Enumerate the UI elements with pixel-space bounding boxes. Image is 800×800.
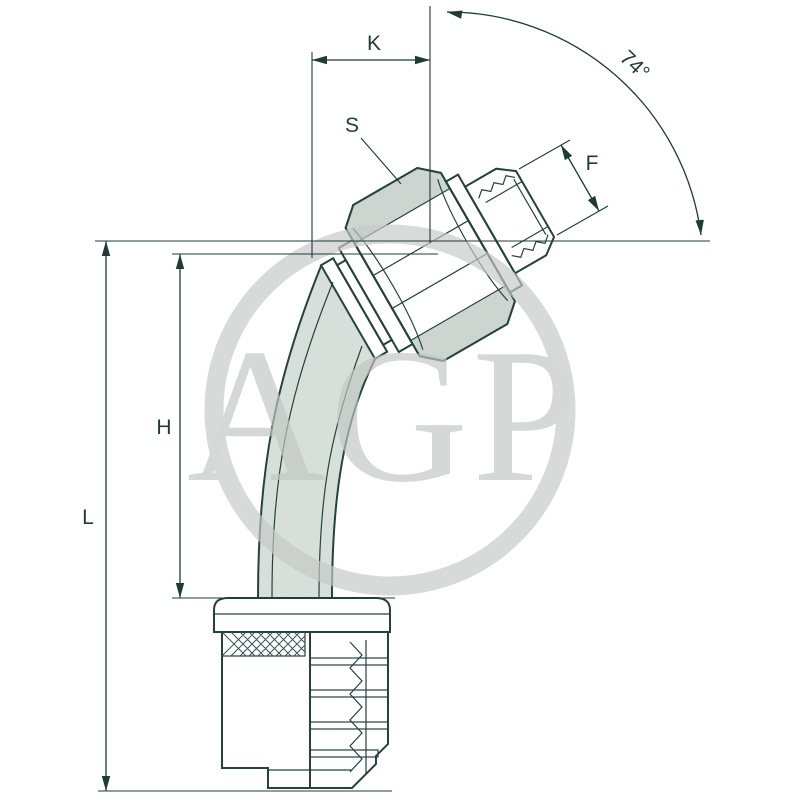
dim-label-s: S <box>345 114 359 137</box>
socket-collar <box>213 597 391 633</box>
arrowhead <box>446 7 463 19</box>
arrowhead <box>312 55 327 65</box>
hex-nut-top-facet <box>345 168 450 244</box>
f-extension-bottom <box>556 205 609 236</box>
arrowhead <box>175 254 185 269</box>
thread-profile-bottom <box>511 234 549 258</box>
fitting-drawing <box>213 167 556 789</box>
socket-body-section <box>309 631 389 789</box>
dim-label-angle: 74° <box>615 46 654 85</box>
thread-profile-top <box>478 175 516 199</box>
dim-label-f: F <box>586 152 599 175</box>
angle-arc <box>446 11 702 236</box>
dimension-s: S <box>345 114 402 185</box>
dimension-l: L <box>82 241 392 792</box>
arrowhead <box>101 241 111 256</box>
tube-outer-right <box>331 358 376 599</box>
ridge-band-1 <box>309 657 389 666</box>
dim-label-l: L <box>82 506 94 529</box>
tube-outer-left <box>257 265 322 599</box>
dim-label-h: H <box>156 416 171 439</box>
hex-nut-facet-lines <box>354 187 507 342</box>
tube-fill <box>258 266 375 598</box>
f-extension-top <box>518 139 571 170</box>
watermark-text: AGP <box>187 309 583 522</box>
arrowhead <box>101 776 111 791</box>
watermark-circle <box>204 224 576 596</box>
dimension-h: H <box>156 253 438 599</box>
knurl-hatching <box>221 631 306 657</box>
tube-inner-right <box>318 345 363 599</box>
s-leader-line <box>360 137 402 185</box>
hose-socket <box>213 597 391 789</box>
dimension-k: K <box>311 6 431 258</box>
arrowhead <box>175 583 185 598</box>
bore-lines <box>485 178 549 249</box>
ridge-band-2 <box>309 689 389 698</box>
ridge-band-4 <box>309 749 379 758</box>
ridge-band-3 <box>309 721 389 730</box>
dimension-f: F <box>518 139 609 236</box>
dim-label-k: K <box>367 32 381 55</box>
watermark: AGP <box>187 224 583 596</box>
arrowhead <box>695 219 706 236</box>
serration-teeth <box>349 641 363 773</box>
hex-nut-outline <box>344 167 516 362</box>
arrowhead <box>415 55 430 65</box>
hex-nut-bottom-facet <box>410 285 515 361</box>
